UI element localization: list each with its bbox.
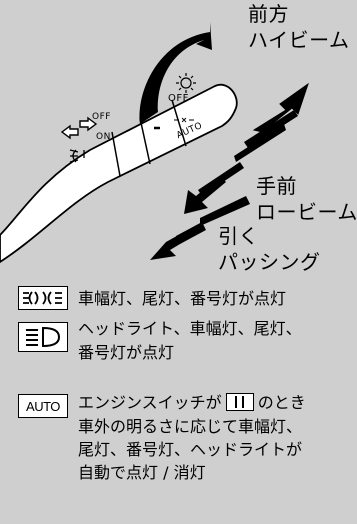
switch-off-label-right: OFF bbox=[168, 93, 189, 104]
auto-description-line2: 車外の明るさに応じて車幅灯、 bbox=[78, 417, 303, 436]
auto-line1-before: エンジンスイッチが bbox=[78, 393, 222, 412]
tail-light-glyph-icon bbox=[23, 291, 62, 305]
headlight-description-line2: 番号灯が点灯 bbox=[78, 343, 175, 362]
lever-body bbox=[0, 83, 238, 264]
switch-on-label: ON bbox=[96, 132, 111, 142]
lever-ring-divider bbox=[111, 131, 121, 177]
back-label-line2: ロービーム bbox=[256, 200, 357, 224]
turn-signal-arrows-icon bbox=[60, 116, 98, 140]
back-label-line1: 手前 bbox=[256, 174, 297, 198]
auto-icon: AUTO bbox=[18, 394, 68, 418]
pull-label-line2: パッシング bbox=[218, 250, 321, 274]
forward-label-line1: 前方 bbox=[248, 2, 289, 26]
switch-off-label-left: OFF bbox=[92, 112, 111, 122]
lever-ring-divider-3 bbox=[171, 99, 187, 147]
auto-description-line3: 尾灯、番号灯、ヘッドライトが bbox=[78, 440, 303, 459]
auto-icon-text: AUTO bbox=[26, 398, 60, 414]
back-arrow-icon bbox=[184, 176, 226, 214]
rotation-arrow-icon bbox=[139, 22, 212, 124]
pull-arrow-body-icon bbox=[176, 196, 250, 244]
pull-arrow-head-icon bbox=[150, 232, 190, 260]
auto-description-line4: 自動で点灯 / 消灯 bbox=[78, 463, 206, 482]
headlight-glyph-icon bbox=[26, 326, 61, 348]
headlight-description-line1: ヘッドライト、車幅灯、尾灯、 bbox=[78, 319, 302, 338]
auto-description-line1: エンジンスイッチが のとき bbox=[78, 392, 306, 413]
tail-light-symbol-icon bbox=[176, 73, 196, 93]
ignition-position-ii-icon bbox=[225, 393, 254, 411]
forward-label-line2: ハイビーム bbox=[248, 28, 350, 52]
pull-label-line1: 引く bbox=[218, 224, 259, 248]
headlight-lever bbox=[0, 73, 238, 264]
auto-line1-after: のとき bbox=[257, 393, 306, 412]
lever-ring-divider-2 bbox=[139, 117, 151, 165]
headlight-icon bbox=[18, 322, 68, 352]
small-tail-symbol-icon bbox=[174, 117, 194, 123]
tail-light-icon bbox=[18, 286, 68, 310]
tail-light-description: 車幅灯、尾灯、番号灯が点灯 bbox=[78, 289, 287, 308]
fog-light-symbol-icon bbox=[69, 149, 85, 163]
